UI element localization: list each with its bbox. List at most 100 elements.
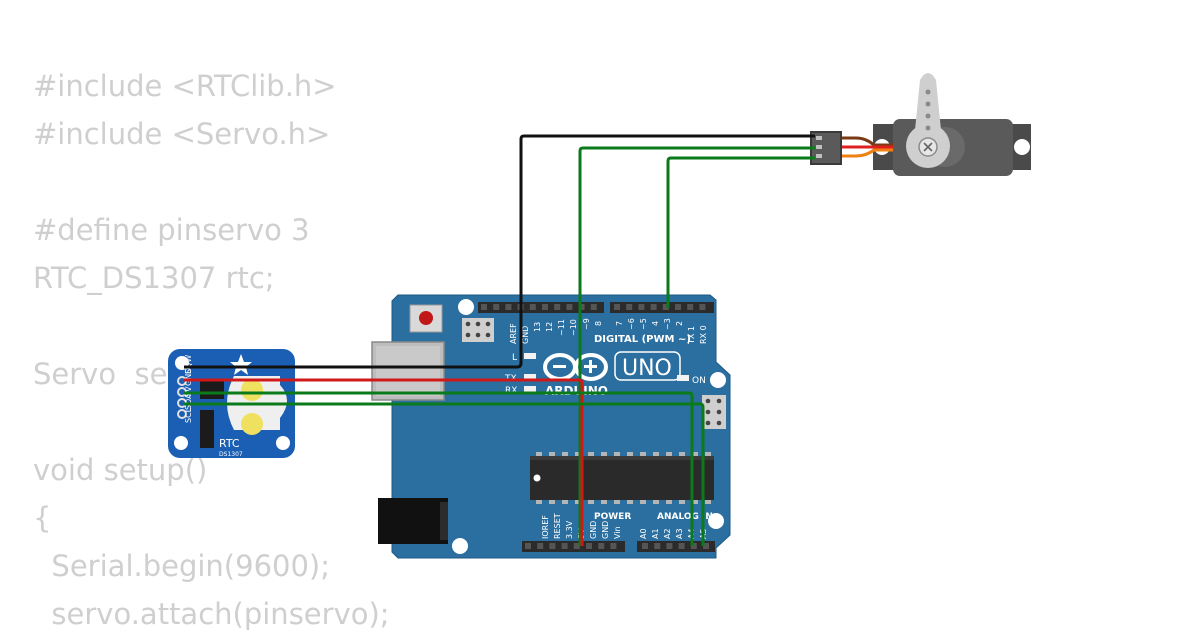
- on-label: ON: [692, 376, 706, 386]
- header-pin-hole[interactable]: [586, 543, 592, 549]
- mounting-hole: [174, 436, 188, 450]
- wire-rtc-gnd[interactable]: [184, 357, 523, 369]
- header-pin-hole[interactable]: [542, 304, 548, 310]
- header-pin-hole[interactable]: [566, 304, 573, 310]
- power-header[interactable]: [522, 541, 625, 552]
- adafruit-star-icon: [230, 354, 252, 375]
- analog-in-label: ANALOG IN: [657, 512, 713, 522]
- pin-label: ~5: [639, 318, 648, 330]
- wire-rtc-5v[interactable]: [184, 378, 584, 546]
- chip-pin: [666, 500, 672, 504]
- header-pin-hole[interactable]: [690, 543, 697, 549]
- header-pin-hole[interactable]: [642, 543, 648, 549]
- code-line: void setup(): [33, 453, 208, 487]
- uno-model-text: UNO: [622, 356, 672, 381]
- header-pin-hole[interactable]: [703, 543, 709, 549]
- reset-button[interactable]: [409, 304, 443, 333]
- header-pin-hole[interactable]: [525, 543, 531, 549]
- led-l: [524, 353, 536, 359]
- digital-header-right[interactable]: [610, 302, 714, 313]
- rtc-label: RTC: [219, 437, 240, 450]
- pin-label: TX 1: [687, 326, 696, 345]
- header-pin-hole[interactable]: [678, 543, 685, 549]
- chip-pin: [679, 452, 685, 456]
- header-pin-hole[interactable]: [561, 543, 568, 549]
- header-pin-hole[interactable]: [614, 304, 620, 310]
- pin-label: Vin: [613, 526, 622, 539]
- chip-pin: [588, 500, 594, 504]
- chip-pin: [679, 500, 685, 504]
- header-pin-hole[interactable]: [666, 543, 673, 549]
- header-pin-hole[interactable]: [662, 304, 669, 310]
- pin-label: 8: [594, 321, 603, 326]
- wire-servo-gnd[interactable]: [519, 134, 815, 357]
- header-pin-hole[interactable]: [638, 304, 645, 310]
- chip-pin: [653, 500, 659, 504]
- digital-header-left[interactable]: [478, 302, 604, 313]
- header-pin-hole[interactable]: [650, 304, 657, 310]
- mounting-hole: [458, 299, 474, 315]
- servo-horn[interactable]: [906, 73, 950, 168]
- chip-pin: [627, 452, 633, 456]
- pin-label: IOREF: [541, 515, 550, 539]
- pin-label: SCL: [184, 407, 193, 423]
- code-line: RTC_DS1307 rtc;: [33, 261, 275, 295]
- led-tx: [524, 374, 536, 380]
- header-pin-hole[interactable]: [590, 304, 597, 310]
- servo-connector[interactable]: [810, 131, 842, 165]
- pin-label: SDA: [184, 393, 193, 410]
- header-pin-hole[interactable]: [578, 304, 585, 310]
- header-pin-hole[interactable]: [573, 543, 580, 549]
- header-pin-hole[interactable]: [598, 543, 605, 549]
- pin-label: ~11: [557, 319, 566, 336]
- chip-pin: [627, 500, 633, 504]
- header-pin-hole[interactable]: [675, 304, 681, 310]
- power-on-led: ON: [677, 375, 706, 386]
- pin-label: GND: [589, 521, 598, 539]
- dc-power-jack: [378, 498, 448, 544]
- header-pin-hole[interactable]: [699, 304, 706, 310]
- header-pin-hole[interactable]: [505, 304, 512, 310]
- servo-motor[interactable]: [810, 73, 1031, 176]
- header-pin-hole[interactable]: [687, 304, 694, 310]
- chip-pin: [653, 452, 659, 456]
- usb-port: [371, 341, 445, 401]
- pin-label: ~3: [663, 318, 672, 330]
- pin-label: RESET: [553, 513, 562, 539]
- pin-label: A2: [663, 528, 672, 539]
- crystal: [200, 410, 214, 448]
- code-line: #include <Servo.h>: [33, 117, 331, 151]
- header-pin-hole[interactable]: [610, 543, 617, 549]
- rtc-pin-holes[interactable]: [177, 376, 187, 419]
- header-pin-hole[interactable]: [481, 304, 487, 310]
- header-pin-hole[interactable]: [554, 304, 561, 310]
- chip-pin: [601, 500, 607, 504]
- chip-pin: [666, 452, 672, 456]
- wire-rtc-scl[interactable]: [184, 402, 705, 546]
- header-pin-hole[interactable]: [493, 304, 500, 310]
- icsp-header-2: [702, 395, 726, 429]
- header-pin-hole[interactable]: [626, 304, 633, 310]
- wire-servo-signal[interactable]: [666, 156, 815, 308]
- chip-pin: [705, 500, 711, 504]
- chip-pin: [549, 500, 555, 504]
- header-pin-hole[interactable]: [529, 304, 536, 310]
- pin-label: A3: [675, 528, 684, 539]
- arduino-uno-board[interactable]: AREF GND 13 12 ~11 ~10 ~9 8 7 ~6 ~5 4 ~3…: [371, 294, 731, 559]
- rtc-chip-label: DS1307: [219, 451, 243, 458]
- wire-rtc-sda[interactable]: [184, 391, 694, 546]
- atmega-chip: [530, 452, 714, 504]
- pin-label: 7: [615, 321, 624, 326]
- pin-label: 2: [675, 321, 684, 326]
- header-pin-hole[interactable]: [654, 543, 661, 549]
- pin-label: ~9: [582, 318, 591, 330]
- analog-header[interactable]: [637, 541, 715, 552]
- pin-label: A0: [639, 528, 648, 539]
- header-pin-hole[interactable]: [537, 543, 544, 549]
- rtc-pin-labels: GND 5V SDA SCL SQW: [184, 355, 193, 423]
- wire-servo-vcc[interactable]: [578, 146, 815, 546]
- chip-pin: [575, 452, 581, 456]
- pin-label: ~6: [627, 318, 636, 330]
- arduino-logo-text: ARDUINO: [545, 384, 608, 398]
- header-pin-hole[interactable]: [549, 543, 556, 549]
